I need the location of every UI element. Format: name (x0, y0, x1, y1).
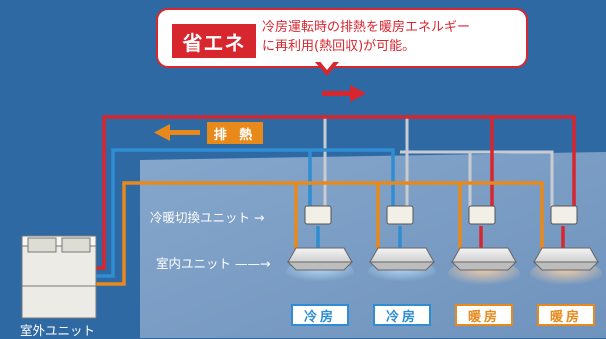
indoor-unit (368, 247, 436, 271)
callout-line-1: 冷房運転時の排熱を暖房エネルギー (262, 20, 471, 35)
callout-text: 冷房運転時の排熱を暖房エネルギー に再利用(熱回収)が可能。 (262, 18, 524, 56)
exhaust-heat-label: 排 熱 (207, 122, 263, 144)
room-area (140, 152, 606, 338)
indoor-unit (450, 247, 518, 271)
switch-unit-label: 冷暖切換ユニット → (150, 210, 265, 225)
outdoor-unit (21, 235, 97, 319)
liquid-pipes (96, 181, 544, 286)
mode-label-unit-3: 暖房 (455, 304, 513, 326)
outdoor-unit-label: 室外ユニット (20, 323, 96, 338)
recovery-arrow (322, 85, 366, 102)
switch-units (304, 205, 578, 225)
callout-line-2: に再利用(熱回収)が可能。 (262, 39, 416, 54)
exhaust-arrow (154, 124, 200, 141)
mode-label-unit-4: 暖房 (537, 304, 595, 326)
indoor-unit (532, 247, 600, 271)
hot-gas-pipes (96, 115, 576, 270)
cold-gas-pipes (96, 148, 402, 278)
return-pipes (323, 117, 554, 208)
indoor-units (286, 247, 600, 271)
mode-label-unit-2: 冷房 (373, 304, 431, 326)
indoor-unit (286, 247, 354, 271)
mode-label-unit-1: 冷房 (291, 304, 349, 326)
callout-tail (315, 59, 339, 76)
indoor-unit-label: 室内ユニット ——→ (156, 256, 271, 271)
energy-saving-badge: 省エネ (172, 24, 256, 58)
